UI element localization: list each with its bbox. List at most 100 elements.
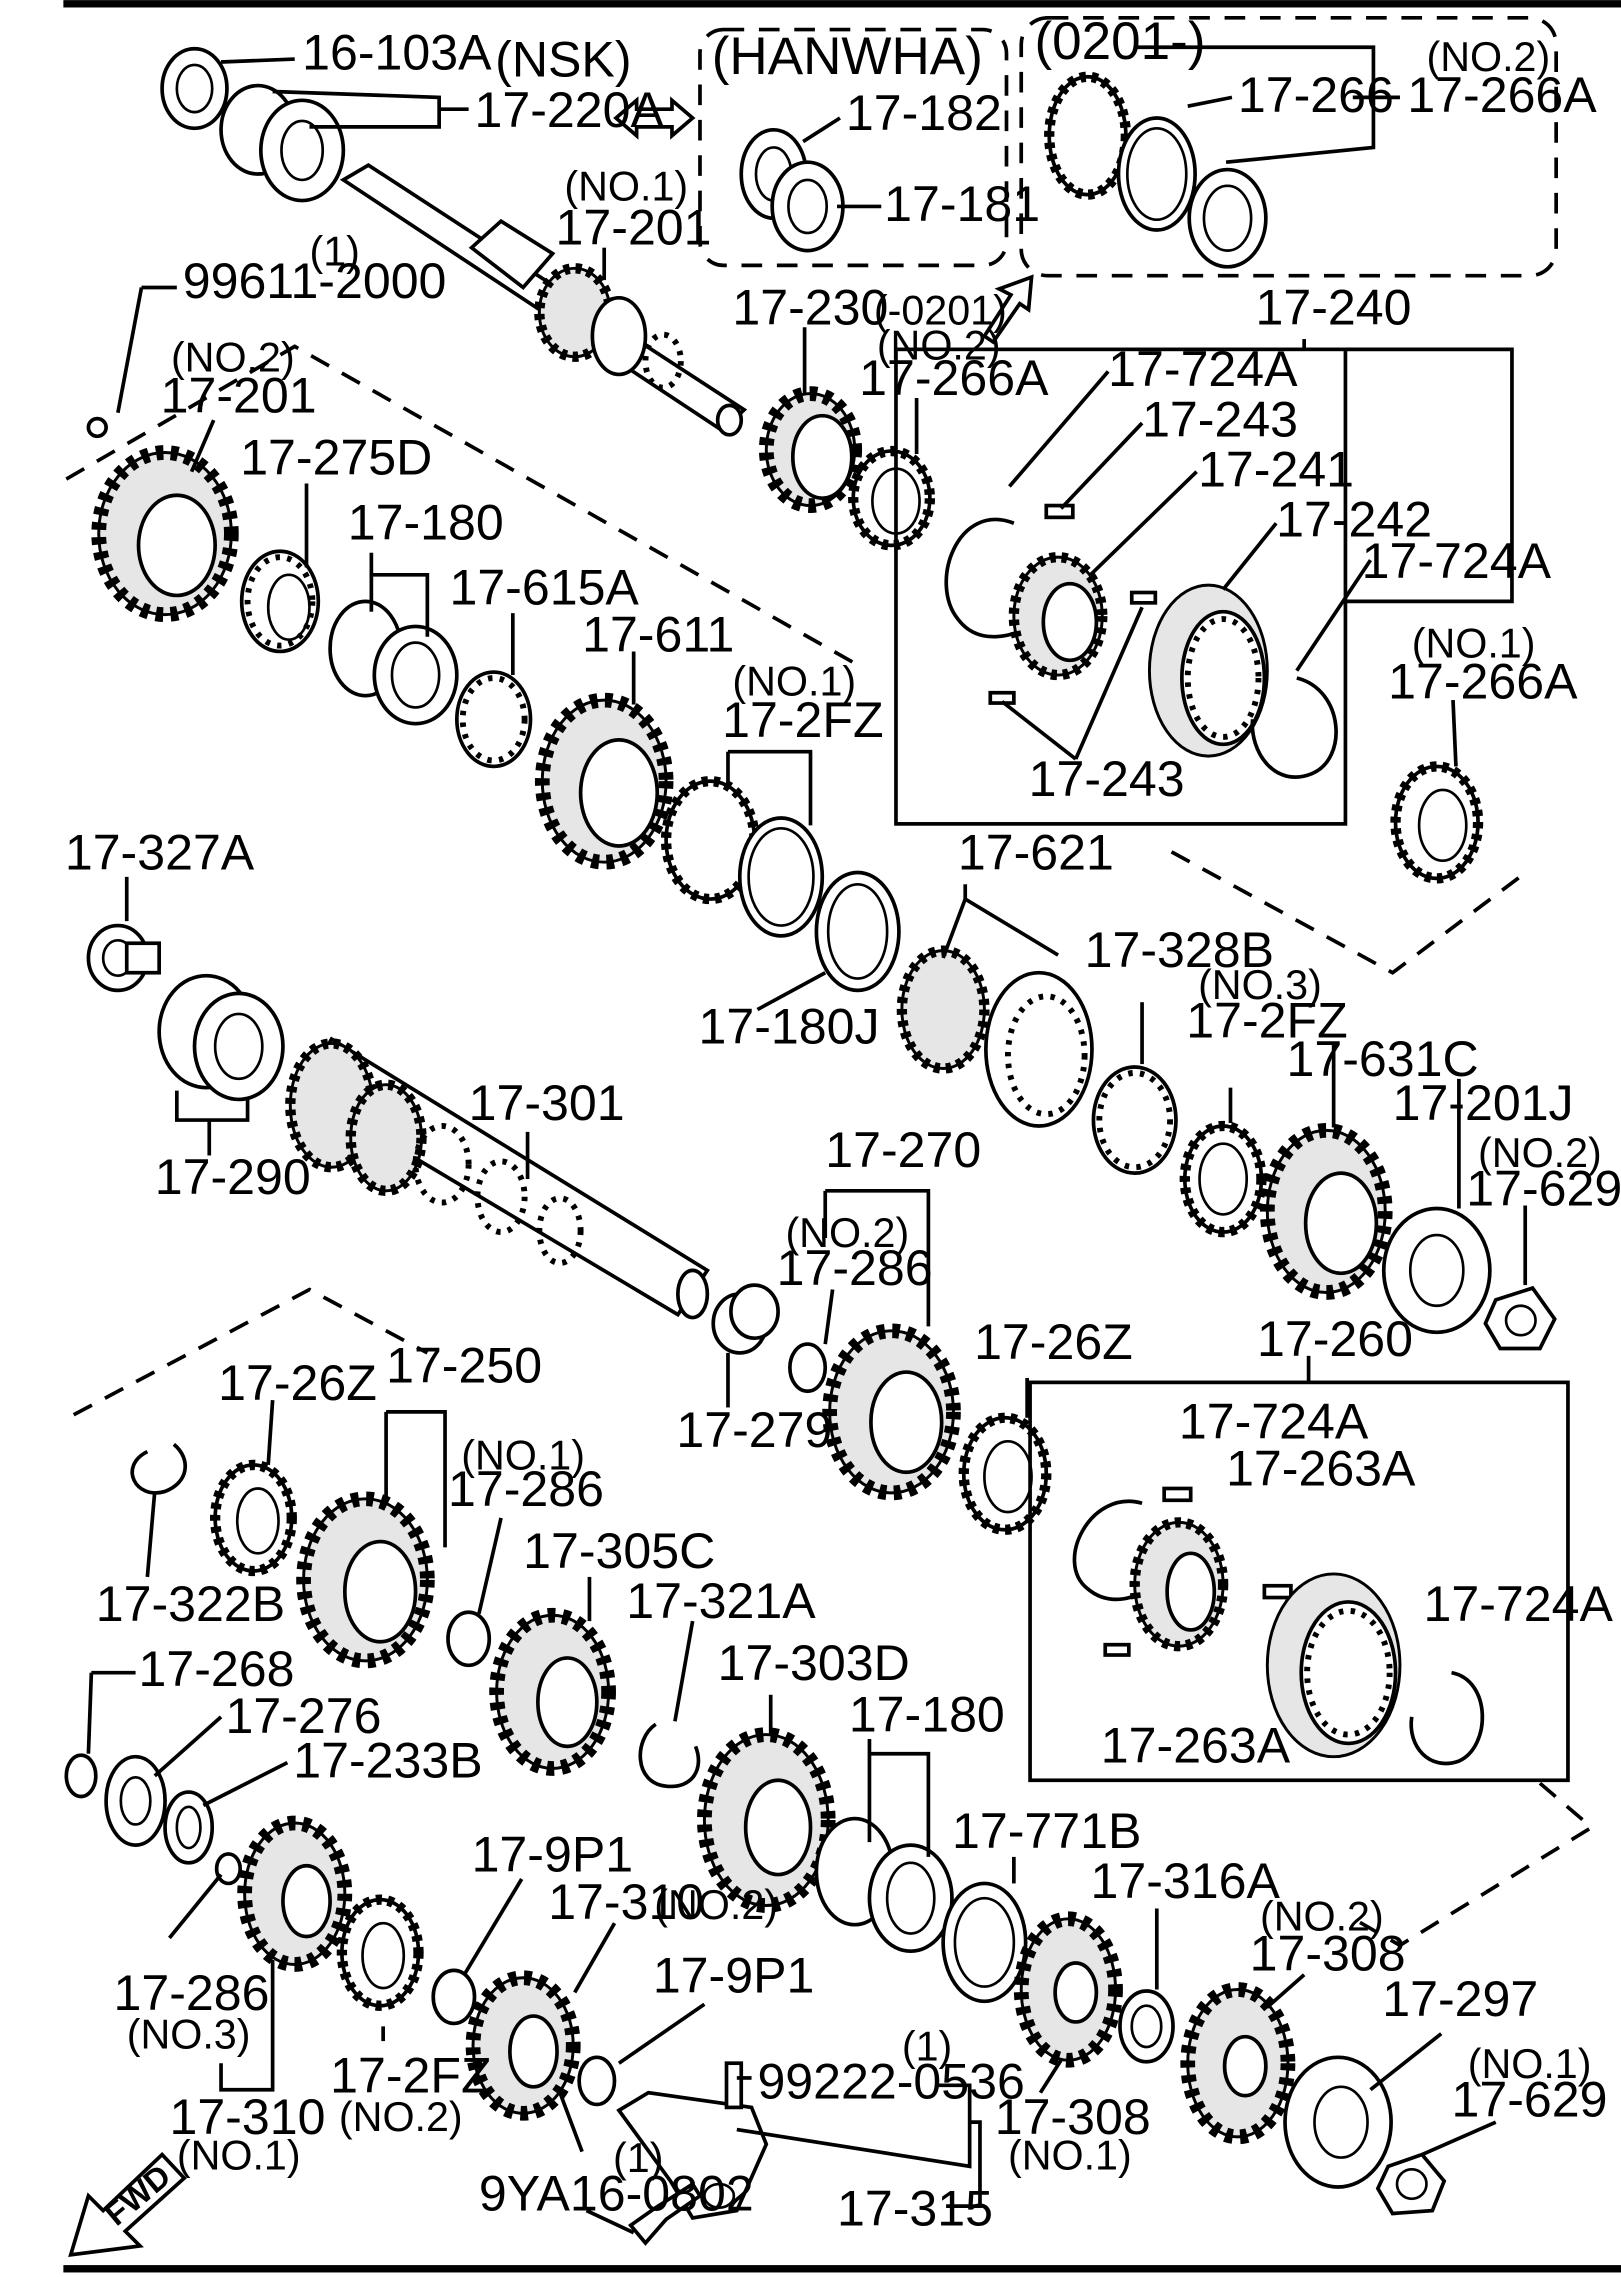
- part-17-201-no2-gear: [91, 445, 239, 622]
- label-17-230: 17-230: [732, 279, 888, 335]
- label-no1-c: (NO.1): [1412, 620, 1536, 666]
- label-no1-g: (NO.1): [1008, 2132, 1132, 2178]
- part-17-276-washer: [104, 1754, 167, 1847]
- label-0201-after: (0201-): [1034, 12, 1205, 71]
- label-17-724A-a: 17-724A: [1108, 341, 1298, 397]
- label-17-2FZ-c: 17-2FZ: [330, 2048, 491, 2104]
- part-17-290-bearing: [157, 973, 285, 1102]
- part-17-308-no1-gear: [1013, 1911, 1123, 2068]
- label-17-328B: 17-328B: [1085, 922, 1274, 978]
- label-17-201-b: 17-201: [161, 368, 317, 424]
- part-17-243-key-upper: [1044, 503, 1075, 520]
- part-17-308-no2-gear: [1180, 1982, 1296, 2145]
- label-17-260: 17-260: [1257, 1311, 1413, 1367]
- hub-assembly-17-240-box: [894, 347, 1348, 826]
- part-17-250-gear: [296, 1491, 435, 1669]
- label-17-180-b: 17-180: [849, 1687, 1005, 1743]
- section-guide-dashes-upper: [65, 344, 856, 665]
- part-17-305C-gear: [489, 1607, 616, 1776]
- label-17-327A: 17-327A: [65, 825, 255, 881]
- label-17-240: 17-240: [1256, 279, 1412, 335]
- part-17-2FZ-no3-synchronizer: [1179, 1120, 1267, 1238]
- part-17-26Z-synchronizer-left: [209, 1459, 297, 1577]
- label-17-629-a: 17-629: [1466, 1161, 1621, 1217]
- part-17-321A-snap-ring: [638, 1722, 701, 1789]
- part-17-303D-gear: [697, 1727, 836, 1913]
- label-no3-b: (NO.3): [127, 2011, 251, 2057]
- part-99611-2000-ball: [86, 416, 108, 439]
- part-17-26Z-synchronizer-right: [958, 1412, 1052, 1535]
- part-17-327A-plug: [86, 923, 161, 993]
- part-17-180-bearing: [328, 599, 459, 726]
- part-17-301-mainshaft: [285, 1036, 710, 1320]
- part-17-615A-needle-bearing: [454, 670, 533, 769]
- label-17-631C: 17-631C: [1286, 1031, 1478, 1087]
- label-17-615A: 17-615A: [449, 559, 639, 615]
- part-17-270-gear: [822, 1323, 961, 1501]
- part-17-263A-hub: [1103, 1517, 1229, 1657]
- label-17-266: 17-266: [1238, 67, 1394, 123]
- label-17-233B: 17-233B: [293, 1732, 482, 1788]
- label-17-303D: 17-303D: [718, 1635, 910, 1691]
- label-17-316A: 17-316A: [1090, 1853, 1280, 1909]
- section-guide-dashes-lower-right: [1347, 1781, 1595, 1948]
- label-17-266A-a: 17-266A: [1407, 67, 1597, 123]
- part-17-629-no2-locknut: [1483, 1285, 1557, 1351]
- label-17-286-a: 17-286: [777, 1240, 933, 1296]
- section-guide-dashes-lower-left: [72, 1287, 429, 1417]
- part-17-611-gear: [534, 692, 674, 870]
- part-17-286-no3-snap-ring: [214, 1852, 243, 1886]
- part-17-180-lower-bearing: [814, 1816, 954, 1954]
- label-17-201-a: 17-201: [556, 200, 712, 256]
- part-17-310-no1-gear: [237, 1815, 353, 1972]
- part-17-266A-no1-synchronizer-ring: [1390, 761, 1484, 884]
- label-17-243-a: 17-243: [1142, 391, 1298, 447]
- label-17-266A-c: 17-266A: [1388, 654, 1578, 710]
- part-17-724A-snap-ring-d: [1409, 1670, 1485, 1766]
- label-17-279: 17-279: [676, 1402, 832, 1458]
- mainshaft-section: [86, 923, 1557, 1355]
- part-17-2FZ-no1-synchronizer: [660, 775, 825, 938]
- hub-box-step: [1345, 347, 1514, 604]
- label-17-9P1-b: 17-9P1: [653, 1947, 815, 2003]
- label-17-286-c: 17-286: [113, 1965, 269, 2021]
- part-17-9P1-snap-ring-a: [431, 1968, 477, 2026]
- label-17-242: 17-242: [1276, 492, 1432, 548]
- label-17-301: 17-301: [469, 1075, 625, 1131]
- label-no1-a: (NO.1): [564, 164, 688, 210]
- part-17-220A-bearing: [219, 83, 346, 203]
- label-17-286-b: 17-286: [448, 1461, 604, 1517]
- part-9YA16-0802-bolt: [628, 2181, 703, 2246]
- label-17-263A-b: 17-263A: [1101, 1718, 1291, 1774]
- part-16-103A-oil-seal: [160, 46, 229, 131]
- part-17-181-bearing: [770, 160, 845, 253]
- label-no2-c: (NO.2): [171, 334, 295, 380]
- part-17-268-snap-ring: [64, 1753, 98, 1799]
- label-16-103A: 16-103A: [302, 24, 492, 80]
- part-17-771B-thrust-washer: [941, 1881, 1028, 2004]
- label-17-621: 17-621: [958, 825, 1114, 881]
- label-17-297: 17-297: [1382, 1971, 1538, 2027]
- label-no2-f: (NO.2): [654, 1882, 778, 1928]
- label-17-310-no1: 17-310: [169, 2089, 325, 2145]
- part-17-260-sleeve: [1265, 1572, 1402, 1759]
- label-17-2FZ-b: 17-2FZ: [1186, 993, 1347, 1049]
- label-17-2FZ-a: 17-2FZ: [722, 692, 883, 748]
- label-9YA16-0802: 9YA16-0802: [479, 2166, 754, 2222]
- label-17-181: 17-181: [884, 176, 1040, 232]
- part-17-286-no1-snap-ring: [446, 1610, 492, 1668]
- label-no2-g: (NO.2): [1260, 1894, 1384, 1940]
- label-17-266A-b: 17-266A: [859, 350, 1049, 406]
- part-17-2FZ-no2-synchronizer: [336, 1894, 424, 2011]
- part-17-266A-synchronizer-ring: [848, 445, 936, 551]
- leader-lines: [86, 45, 1528, 2235]
- part-17-201J-bearing: [1381, 1206, 1492, 1335]
- label-17-9P1-a: 17-9P1: [472, 1827, 634, 1883]
- part-17-328B-needle-bearing: [1091, 1065, 1178, 1175]
- label-17-241: 17-241: [1198, 441, 1354, 497]
- label-17-771B: 17-771B: [952, 1803, 1141, 1859]
- label-17-308-a: 17-308: [1250, 1925, 1406, 1981]
- part-17-724A-snap-ring-lower: [1250, 676, 1338, 779]
- part-17-631C-gear: [1259, 1123, 1393, 1300]
- label-17-724A-d: 17-724A: [1424, 1576, 1614, 1632]
